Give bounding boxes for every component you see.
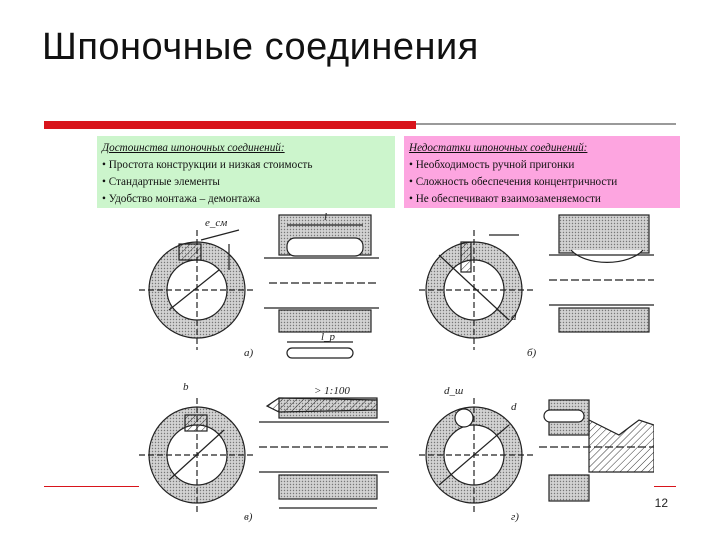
label-c-sub: в) <box>244 511 253 523</box>
label-a-sub: a) <box>244 347 254 359</box>
advantages-item: • Удобство монтажа – демонтажа <box>102 193 261 205</box>
disadvantages-item: • Не обеспечивают взаимозаменяемости <box>409 193 601 205</box>
section-b <box>419 230 534 350</box>
technical-drawing-svg: e_см l l_p a) d б) b > 1:100 в) d_ш d г) <box>139 211 655 523</box>
advantages-box: Достоинства шпоночных соединений: • Прос… <box>97 136 395 208</box>
disadvantages-box: Недостатки шпоночных соединений: • Необх… <box>404 136 680 208</box>
label-d-sub: г) <box>511 511 519 523</box>
label-c-b: b <box>183 381 189 393</box>
section-c <box>139 398 254 515</box>
label-a-l: l <box>324 211 327 223</box>
label-b-d: d <box>511 311 517 323</box>
disadvantages-heading: Недостатки шпоночных соединений: <box>409 142 588 154</box>
label-a-lp: l_p <box>321 331 336 343</box>
label-a-esm: e_см <box>205 217 227 229</box>
advantages-heading: Достоинства шпоночных соединений: <box>102 142 285 154</box>
page-number: 12 <box>654 496 668 510</box>
label-d-d: d <box>511 401 517 413</box>
slide-title: Шпоночные соединения <box>42 26 479 68</box>
label-d-dsh: d_ш <box>444 385 463 397</box>
disadvantages-item: • Необходимость ручной пригонки <box>409 159 575 171</box>
key-joint-drawing: e_см l l_p a) d б) b > 1:100 в) d_ш d г) <box>139 210 655 525</box>
section-d <box>419 398 534 515</box>
advantages-item: • Стандартные элементы <box>102 176 220 188</box>
label-c-slope: > 1:100 <box>314 385 350 397</box>
advantages-item: • Простота конструкции и низкая стоимост… <box>102 159 313 171</box>
section-a <box>139 229 254 350</box>
title-underline-red <box>44 121 416 129</box>
longitudinal-d <box>539 399 655 502</box>
longitudinal-b <box>549 214 654 333</box>
longitudinal-c <box>259 397 389 509</box>
longitudinal-a <box>264 214 379 359</box>
disadvantages-item: • Сложность обеспечения концентричности <box>409 176 618 188</box>
label-b-sub: б) <box>527 347 537 359</box>
